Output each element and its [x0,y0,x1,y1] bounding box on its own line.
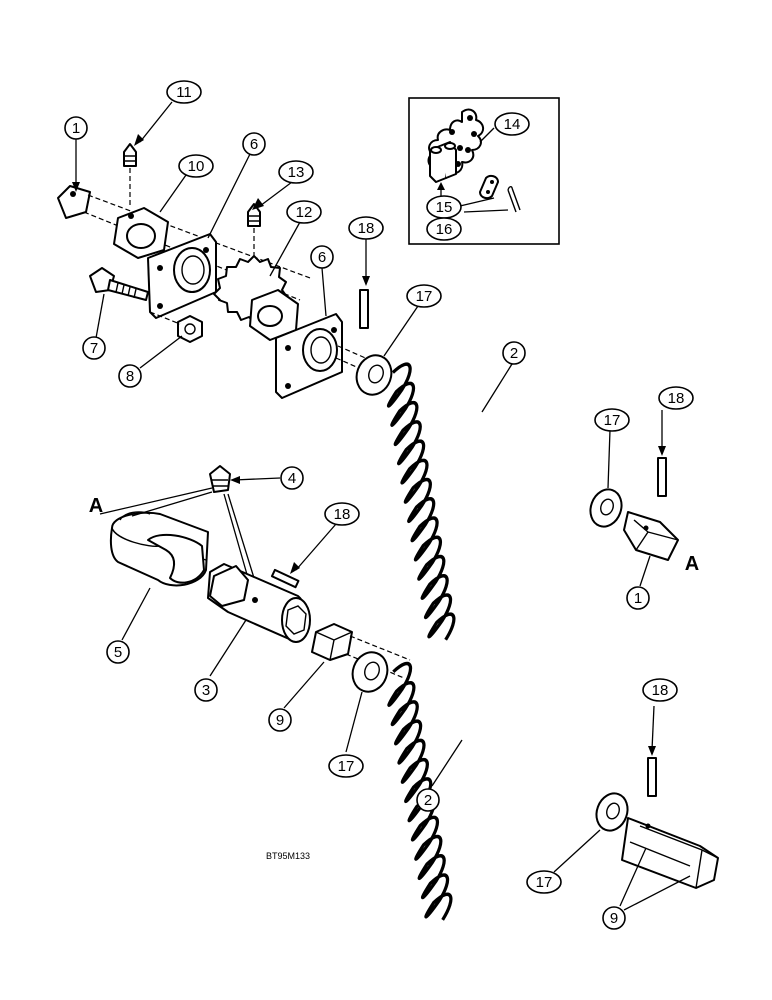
callout-label: 18 [668,390,685,407]
grease-fitting-11 [123,143,137,208]
roll-pin-18-upper-right [657,457,667,497]
link-plate-15 [479,174,499,200]
callout-8: 8 [118,364,142,388]
callout-17-upper: 17 [406,284,442,308]
callout-label: 2 [510,345,518,362]
callout-17-lower: 17 [328,754,364,778]
callout-12: 12 [286,200,322,224]
callout-13: 13 [278,160,314,184]
callout-label: 17 [416,288,433,305]
callout-5: 5 [106,640,130,664]
callout-18-upper-right: 18 [658,386,694,410]
callout-18-lower-left: 18 [324,502,360,526]
callout-label: 15 [436,199,453,216]
callout-label: 16 [436,221,453,238]
callout-label: 6 [318,249,326,266]
callout-15: 15 [426,195,462,219]
roll-pin-18-lower-right [647,757,657,797]
spring-2-upper [386,362,456,641]
lower-shaft-right [621,817,719,889]
callout-label: 2 [424,792,432,809]
bearing-plate-6-left [147,233,217,319]
callout-label: 17 [536,874,553,891]
callout-label: 3 [202,682,210,699]
callout-2-lower: 2 [416,788,440,812]
bearing-plate-6-right [275,313,371,399]
callout-1-upper: 1 [64,116,88,140]
drawing-code: BT95M133 [266,851,310,861]
coupler-5 [109,511,209,587]
callout-label: 4 [288,470,296,487]
spring-2-lower [387,661,453,921]
callout-label: 5 [114,644,122,661]
callout-17-upper-right: 17 [594,408,630,432]
callout-label: 18 [652,682,669,699]
connecting-link-pins-15 [429,141,457,198]
callout-label: 13 [288,164,305,181]
callout-3: 3 [194,678,218,702]
callout-label: 11 [176,84,192,101]
spring-clip-16 [507,186,521,213]
lower-shaft-left [311,623,411,679]
callout-label: 14 [504,116,521,133]
callout-label: 6 [250,136,258,153]
hub-3 [207,563,311,643]
grease-fitting-4 [99,465,255,579]
callout-label: 1 [634,590,642,607]
washer-17-lower [351,651,389,693]
callout-11: 11 [166,80,202,104]
callout-18-lower-right: 18 [642,678,678,702]
callout-label: 12 [296,204,313,221]
roll-pin-18-upper [359,289,369,329]
callout-label: 9 [276,712,284,729]
callout-label: 9 [610,910,618,927]
sprocket-12 [213,255,299,341]
callout-label: 17 [338,758,355,775]
callout-label: 1 [72,120,80,137]
callout-6-right: 6 [310,245,334,269]
grease-fitting-13 [247,203,261,262]
callout-6-left: 6 [242,132,266,156]
upper-shaft-right [623,511,679,561]
callout-label: 18 [334,506,351,523]
callout-4: 4 [280,466,304,490]
washer-17-upper-right [589,488,623,528]
callout-16: 16 [426,217,462,241]
callout-2-upper: 2 [502,341,526,365]
section-letter-a-right: A [685,553,699,575]
collar-10 [113,207,169,259]
nut-8 [149,311,203,343]
washer-17-lower-right [595,792,629,832]
callout-label: 8 [126,368,134,385]
callout-9-left: 9 [268,708,292,732]
callout-14: 14 [494,112,530,136]
washer-17-upper [355,354,393,396]
callout-label: 10 [188,158,205,175]
callout-9-right: 9 [602,906,626,930]
roll-pin-18-lower-left [270,568,300,589]
callout-17-lower-right: 17 [526,870,562,894]
callout-7: 7 [82,336,106,360]
section-letter-a-left: A [89,495,103,517]
callout-label: 7 [90,340,98,357]
leader-lines [72,101,691,911]
callout-1-lower: 1 [626,586,650,610]
callout-label: 17 [604,412,621,429]
callout-10: 10 [178,154,214,178]
bolt-7 [89,267,149,301]
callout-label: 18 [358,220,375,237]
callout-18-upper: 18 [348,216,384,240]
